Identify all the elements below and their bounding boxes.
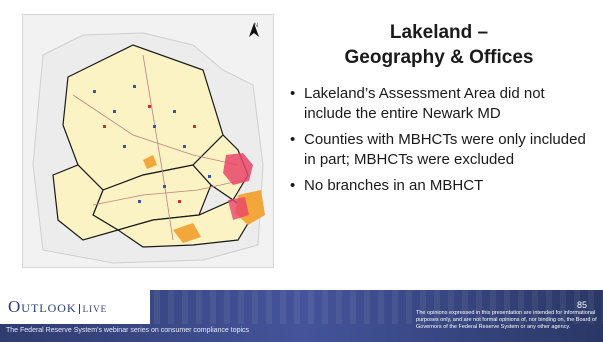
bullet-list: • Lakeland’s Assessment Area did not incl… xyxy=(282,84,596,196)
bullet-text: Counties with MBHCTs were only included … xyxy=(304,131,586,168)
bullet-item: • Lakeland’s Assessment Area did not incl… xyxy=(290,84,596,124)
bullet-glyph: • xyxy=(290,85,296,102)
logo-text: Outlook xyxy=(8,297,77,316)
county-west xyxy=(52,164,120,241)
logo-live: LIVE xyxy=(78,304,108,314)
assessment-area-map: N xyxy=(22,14,274,268)
bullet-glyph: • xyxy=(290,131,296,148)
footer-tagline: The Federal Reserve System’s webinar ser… xyxy=(6,327,250,334)
north-label: N xyxy=(253,23,259,29)
north-arrow-icon: N xyxy=(249,23,263,37)
bullet-glyph: • xyxy=(290,177,296,194)
bullet-item: • No branches in an MBHCT xyxy=(290,176,596,196)
slide-content: Lakeland – Geography & Offices • Lakeland… xyxy=(282,12,596,274)
slide-title-line1: Lakeland – xyxy=(389,22,489,43)
slide-title-line2: Geography & Offices xyxy=(344,47,534,68)
bullet-item: • Counties with MBHCTs were only included… xyxy=(290,130,596,170)
map-svg xyxy=(32,32,265,264)
bullet-text: No branches in an MBHCT xyxy=(304,177,484,194)
disclaimer-text: The opinions expressed in this presentat… xyxy=(416,310,597,330)
page-number: 85 xyxy=(576,300,587,310)
mbhct-area-north xyxy=(223,153,253,185)
bullet-text: Lakeland’s Assessment Area did not inclu… xyxy=(304,85,545,122)
slide-title: Lakeland – Geography & Offices xyxy=(282,20,596,70)
